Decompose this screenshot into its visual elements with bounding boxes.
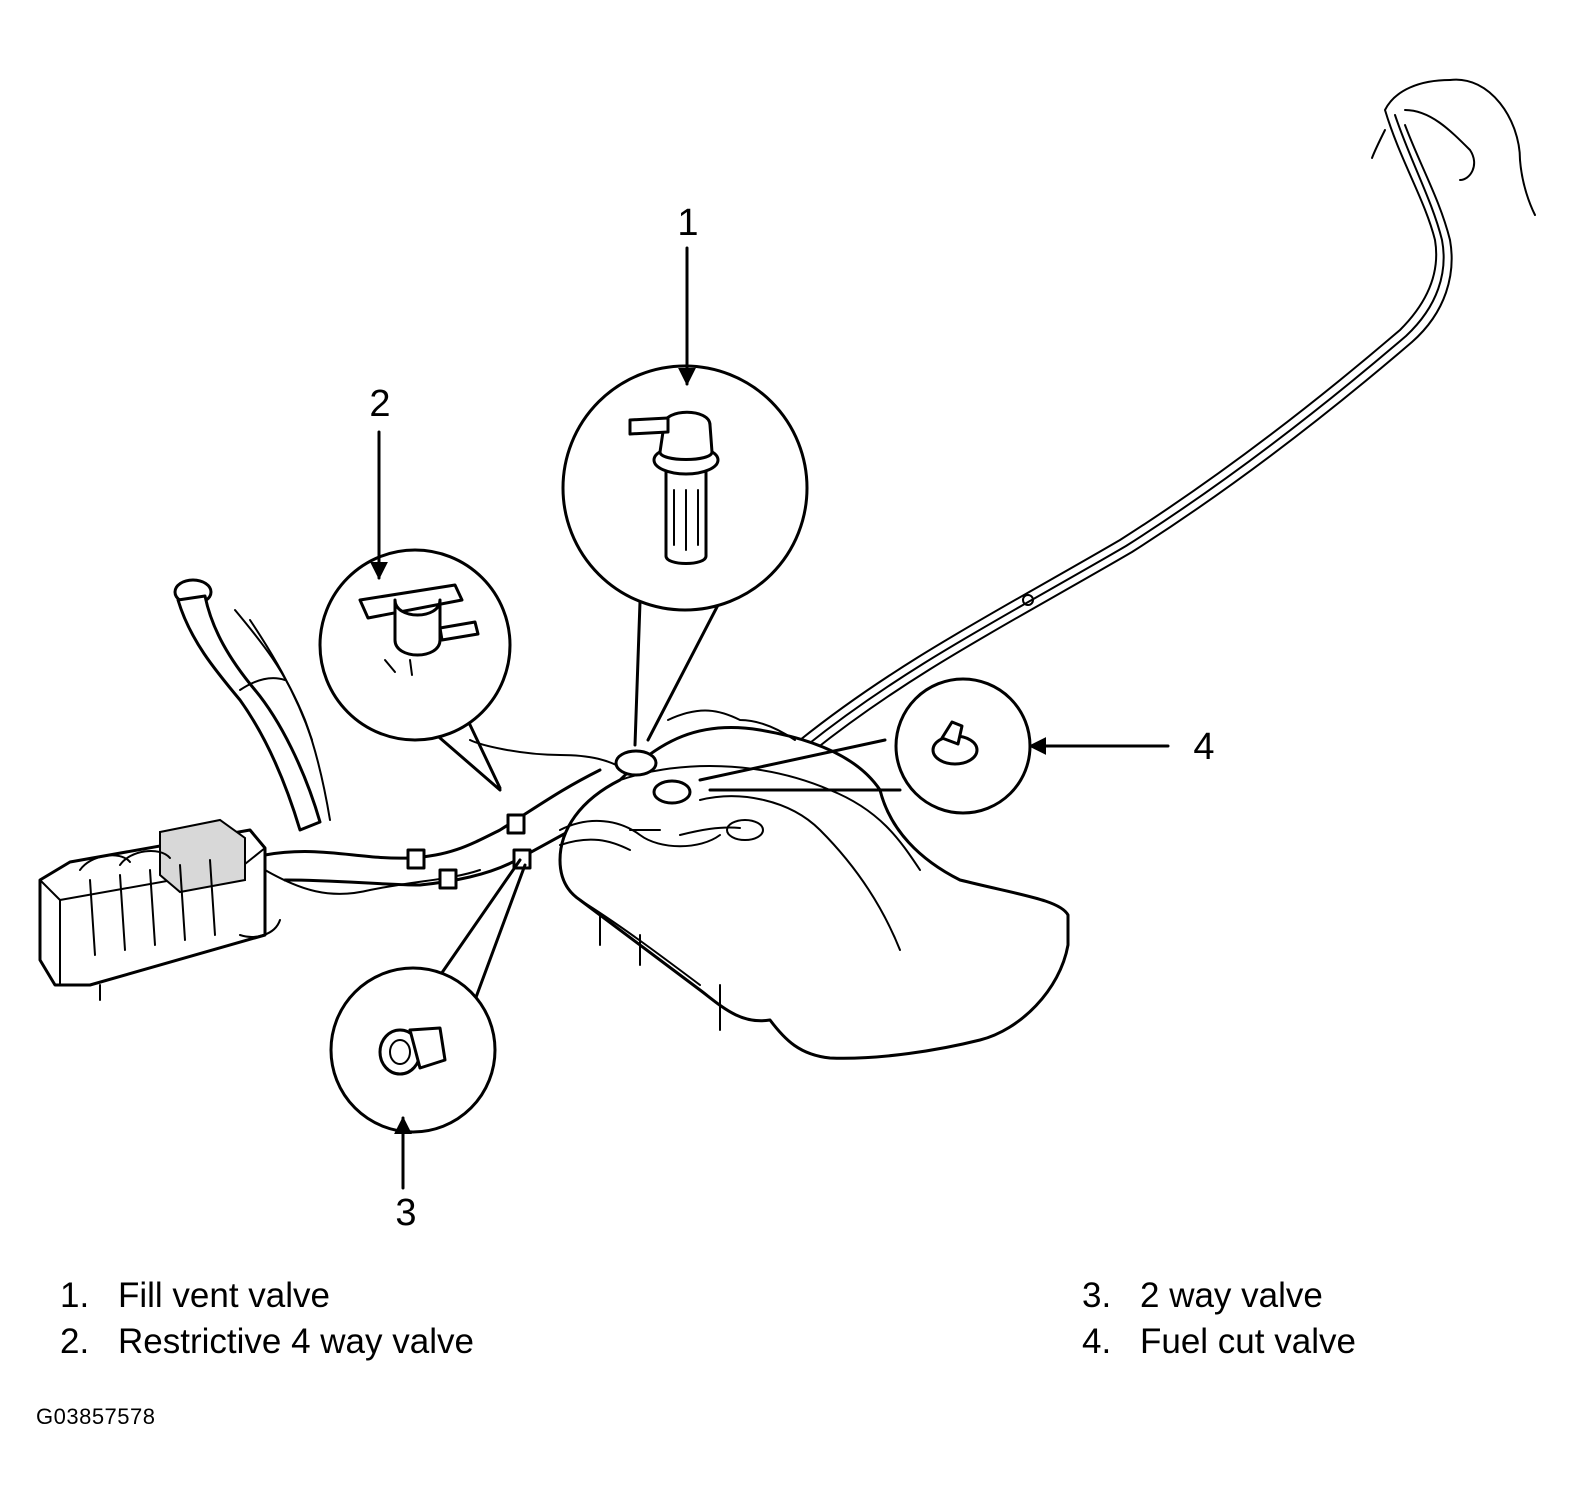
legend-number: 2. <box>60 1322 90 1361</box>
legend-right: 3. 2 way valve 4. Fuel cut valve <box>1082 1276 1356 1362</box>
callout-number-2: 2 <box>369 383 391 425</box>
filler-neck <box>173 578 331 832</box>
legend-item-fuel-cut-valve: 4. Fuel cut valve <box>1082 1322 1356 1362</box>
detail-2-way-valve <box>329 858 527 1134</box>
legend-text: Fill vent valve <box>118 1276 331 1315</box>
detail-restrictive-4-way-valve <box>318 548 512 792</box>
legend-item-2-way-valve: 3. 2 way valve <box>1082 1276 1356 1316</box>
callout-number-3: 3 <box>395 1192 417 1234</box>
legend-number: 1. <box>60 1276 90 1315</box>
legend-left: 1. Fill vent valve 2. Restrictive 4 way va… <box>60 1276 474 1362</box>
legend-item-fill-vent-valve: 1. Fill vent valve <box>60 1276 474 1316</box>
fuel-lines <box>799 78 1536 753</box>
legend-item-restrictive-4-way-valve: 2. Restrictive 4 way valve <box>60 1322 474 1362</box>
charcoal-canister <box>38 818 281 1001</box>
callout-number-1: 1 <box>677 202 699 244</box>
figure-id: G03857578 <box>36 1404 156 1429</box>
legend-text: Restrictive 4 way valve <box>118 1322 474 1361</box>
detail-fill-vent-valve <box>561 364 809 747</box>
legend-text: Fuel cut valve <box>1140 1322 1356 1361</box>
legend-text: 2 way valve <box>1140 1276 1323 1315</box>
callout-number-4: 4 <box>1193 726 1215 768</box>
callout-arrows <box>370 246 1170 1190</box>
fuel-tank <box>558 709 1070 1060</box>
detail-fuel-cut-valve <box>698 677 1032 815</box>
legend-number: 3. <box>1082 1276 1112 1315</box>
legend-number: 4. <box>1082 1322 1112 1361</box>
vapor-hoses <box>263 739 626 895</box>
